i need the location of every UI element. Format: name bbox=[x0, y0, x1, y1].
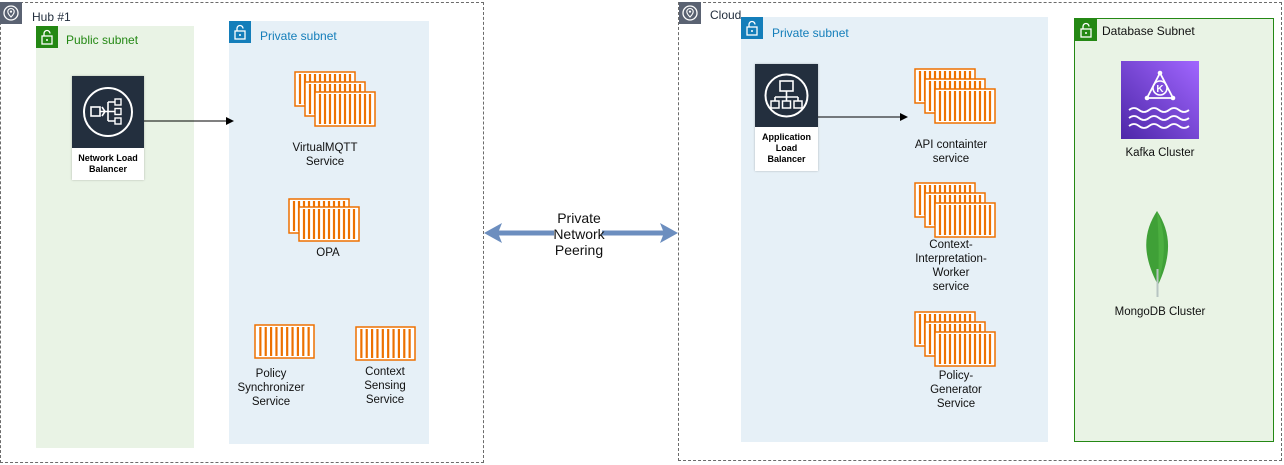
private-network-peering-label: Private Network Peering bbox=[553, 210, 605, 258]
hub-region bbox=[0, 2, 484, 463]
cloud-private-subnet-lock-icon bbox=[741, 17, 763, 39]
location-pin-icon bbox=[0, 2, 22, 24]
cloud-region bbox=[678, 2, 1282, 461]
public-subnet-lock-icon bbox=[36, 26, 58, 48]
hub-region-title: Hub #1 bbox=[32, 10, 71, 24]
hub-private-subnet-lock-icon bbox=[229, 21, 251, 43]
context-worker-container-icon bbox=[914, 182, 996, 238]
virtualmqtt-container-icon bbox=[294, 71, 376, 127]
policy-generator-container-icon bbox=[914, 311, 996, 367]
api-container-label: API containter service bbox=[914, 139, 988, 165]
context-worker-label: Context- Interpretation- Worker service bbox=[915, 239, 987, 293]
database-subnet-title: Database Subnet bbox=[1102, 24, 1195, 38]
policy-generator-label: Policy- Generator Service bbox=[930, 370, 982, 410]
application-load-balancer-icon bbox=[755, 64, 818, 127]
mongodb-label: MongoDB Cluster bbox=[1114, 306, 1206, 318]
kafka-icon: K bbox=[1121, 61, 1199, 139]
mongodb-leaf-icon bbox=[1137, 209, 1177, 299]
application-load-balancer-label: Application Load Balancer bbox=[762, 132, 811, 164]
policy-synchronizer-container-icon bbox=[254, 324, 315, 359]
nlb-to-private-subnet-arrow bbox=[144, 117, 234, 125]
database-subnet-lock-icon bbox=[1075, 19, 1097, 41]
private-network-peering-arrow bbox=[484, 223, 678, 243]
api-container-icon bbox=[914, 68, 996, 124]
opa-label: OPA bbox=[316, 247, 340, 259]
public-subnet-title: Public subnet bbox=[66, 33, 139, 47]
context-sensing-label: Context Sensing Service bbox=[364, 366, 406, 406]
kafka-label: Kafka Cluster bbox=[1125, 147, 1195, 159]
opa-container-icon bbox=[288, 198, 360, 242]
policy-synchronizer-label: Policy Synchronizer Service bbox=[237, 368, 305, 408]
hub-private-subnet-title: Private subnet bbox=[260, 29, 337, 43]
virtualmqtt-label: VirtualMQTT Service bbox=[292, 142, 358, 168]
cloud-location-pin-icon bbox=[679, 2, 701, 24]
svg-text:K: K bbox=[1156, 84, 1164, 95]
network-load-balancer-label: Network Load Balancer bbox=[78, 153, 138, 174]
alb-to-api-arrow bbox=[818, 113, 908, 121]
cloud-region-title: Cloud bbox=[710, 8, 742, 22]
context-sensing-container-icon bbox=[355, 326, 416, 361]
network-load-balancer-icon bbox=[72, 76, 144, 148]
cloud-private-subnet-title: Private subnet bbox=[772, 26, 849, 40]
